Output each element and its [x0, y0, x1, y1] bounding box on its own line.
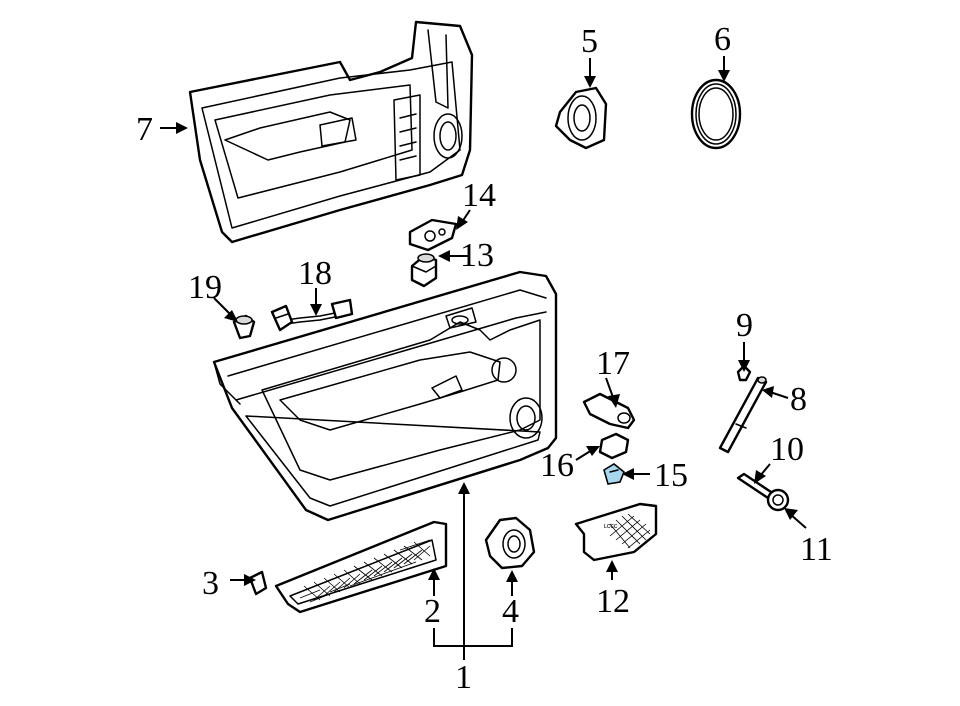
part-3-clip[interactable] — [248, 570, 268, 596]
callout-2: 2 — [424, 593, 441, 630]
part-16-handle-bezel[interactable] — [598, 432, 630, 460]
callout-3: 3 — [202, 565, 219, 602]
part-14-switch-bezel[interactable] — [408, 218, 458, 252]
part-2-map-pocket[interactable] — [274, 520, 448, 614]
part-5-speaker-housing[interactable] — [554, 86, 608, 150]
callout-4: 4 — [502, 593, 519, 630]
part-7-trim-panel-outline[interactable] — [188, 20, 474, 244]
part-19-clip[interactable] — [232, 314, 256, 340]
callout-11: 11 — [800, 531, 833, 568]
part-18-wire-harness[interactable] — [270, 298, 354, 332]
callout-6: 6 — [714, 21, 731, 58]
callout-1: 1 — [455, 659, 472, 696]
part-1-door-trim-panel[interactable] — [212, 270, 558, 522]
callout-9: 9 — [736, 307, 753, 344]
part-8-pull-strut[interactable] — [718, 376, 768, 454]
part-6-speaker-ring[interactable] — [690, 78, 742, 150]
part-4-speaker-bracket[interactable] — [484, 516, 536, 570]
callout-13: 13 — [460, 237, 494, 274]
callout-12: 12 — [596, 583, 630, 620]
part-12-storage-pocket[interactable]: ʟᴄᴄᴄ — [574, 502, 658, 562]
callout-19: 19 — [188, 269, 222, 306]
part-15-clip-highlighted[interactable] — [603, 463, 625, 485]
callout-8: 8 — [790, 381, 807, 418]
svg-text:ʟᴄᴄᴄ: ʟᴄᴄᴄ — [604, 523, 618, 530]
callout-17: 17 — [596, 345, 630, 382]
callout-14: 14 — [462, 177, 496, 214]
leader-lines — [160, 56, 807, 660]
callout-10: 10 — [770, 431, 804, 468]
part-17-inside-handle[interactable] — [582, 392, 636, 430]
callout-7: 7 — [136, 111, 153, 148]
callout-15: 15 — [654, 457, 688, 494]
part-11-lock-knob[interactable] — [766, 488, 790, 512]
callout-18: 18 — [298, 255, 332, 292]
callout-5: 5 — [581, 23, 598, 60]
callout-16: 16 — [540, 447, 574, 484]
callout-labels: 7 5 6 14 13 18 19 17 16 15 9 8 10 11 12 … — [136, 21, 833, 696]
part-13-switch[interactable] — [410, 253, 438, 288]
